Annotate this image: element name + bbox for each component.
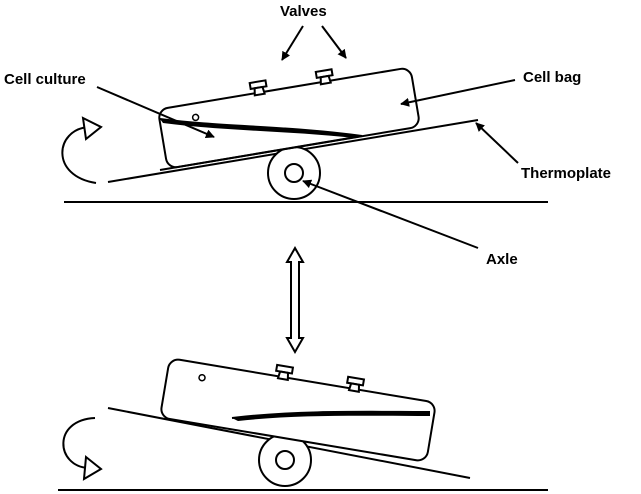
valve-icon [346,375,366,393]
cell-bag-arrow [400,79,516,107]
thermoplate-arrow [475,122,519,164]
rotation-arrow-icon [62,417,103,481]
cell-bag-top [158,67,420,169]
cell-bag-bottom [160,358,436,462]
axle-wheel-top [267,146,321,200]
label-cell-culture: Cell culture [4,71,86,88]
label-valves: Valves [280,3,327,20]
transition-double-arrow-icon [285,245,305,355]
valves-arrow-left [281,25,304,61]
port-icon [191,113,200,122]
rotation-arrow-icon [61,116,103,184]
label-thermoplate: Thermoplate [521,165,611,182]
axle-wheel-bottom [258,433,312,487]
valve-icon [314,68,334,86]
callout-arrows [96,25,519,249]
valve-icon [275,363,295,382]
port-icon [198,373,206,382]
valves-arrow-right [321,25,347,59]
axle-arrow [302,179,479,249]
top-state [61,67,548,203]
label-cell-bag: Cell bag [523,69,581,86]
label-axle: Axle [486,251,518,268]
valve-icon [248,79,268,97]
cell-culture-arrow [96,86,215,138]
bottom-state [58,358,548,491]
